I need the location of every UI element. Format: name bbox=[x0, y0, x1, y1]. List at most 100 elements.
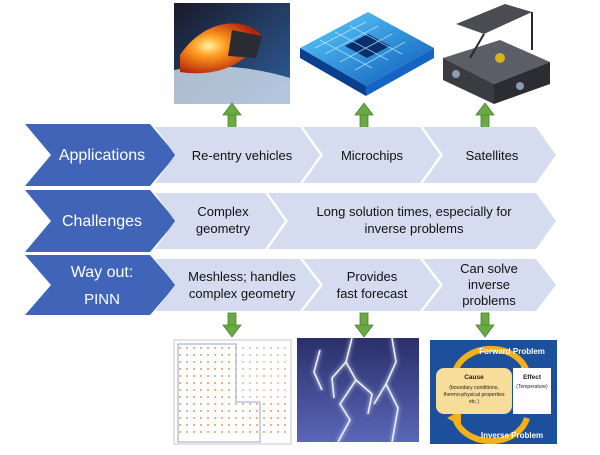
inverse-problems-chevron bbox=[423, 259, 556, 311]
collocation-point bbox=[179, 410, 181, 412]
collocation-point bbox=[277, 417, 279, 419]
collocation-point bbox=[207, 347, 209, 349]
collocation-point bbox=[179, 354, 181, 356]
collocation-point bbox=[256, 354, 258, 356]
collocation-point bbox=[249, 347, 251, 349]
effect-title: Effect bbox=[523, 374, 542, 381]
collocation-point bbox=[228, 410, 230, 412]
collocation-point bbox=[256, 431, 258, 433]
collocation-point bbox=[221, 410, 223, 412]
collocation-point bbox=[242, 403, 244, 405]
collocation-point bbox=[242, 396, 244, 398]
collocation-point bbox=[249, 417, 251, 419]
collocation-point bbox=[228, 368, 230, 370]
collocation-point bbox=[277, 382, 279, 384]
collocation-point bbox=[200, 417, 202, 419]
collocation-point bbox=[270, 382, 272, 384]
collocation-point bbox=[179, 361, 181, 363]
cause-detail-line-3: etc.) bbox=[469, 399, 479, 405]
collocation-point bbox=[186, 354, 188, 356]
collocation-point bbox=[270, 431, 272, 433]
collocation-point bbox=[207, 396, 209, 398]
collocation-point bbox=[270, 354, 272, 356]
collocation-point bbox=[186, 403, 188, 405]
arrow-up-satellites bbox=[475, 102, 495, 129]
collocation-point bbox=[221, 417, 223, 419]
collocation-point bbox=[256, 403, 258, 405]
collocation-point bbox=[200, 368, 202, 370]
collocation-point bbox=[179, 368, 181, 370]
collocation-point bbox=[270, 403, 272, 405]
collocation-point bbox=[200, 431, 202, 433]
arrow-down-forecast bbox=[354, 312, 374, 338]
cause-title: Cause bbox=[464, 374, 484, 381]
complex-geometry-label-line-1: Complex bbox=[197, 204, 249, 219]
satellites-chevron bbox=[423, 127, 556, 183]
collocation-point bbox=[263, 431, 265, 433]
row-applications: Applications Re-entry vehicles Microchip… bbox=[25, 124, 556, 186]
microchips-chevron bbox=[303, 127, 440, 183]
microchips-label: Microchips bbox=[341, 148, 404, 163]
arrow-up-reentry bbox=[222, 102, 242, 129]
collocation-point bbox=[270, 347, 272, 349]
collocation-point bbox=[179, 389, 181, 391]
collocation-point bbox=[214, 424, 216, 426]
collocation-point bbox=[193, 375, 195, 377]
collocation-point bbox=[277, 396, 279, 398]
collocation-point bbox=[235, 417, 237, 419]
collocation-point bbox=[207, 361, 209, 363]
collocation-point bbox=[277, 347, 279, 349]
collocation-point bbox=[228, 431, 230, 433]
collocation-point bbox=[277, 368, 279, 370]
collocation-point bbox=[263, 354, 265, 356]
collocation-point bbox=[263, 417, 265, 419]
collocation-point bbox=[193, 410, 195, 412]
collocation-point bbox=[284, 347, 286, 349]
collocation-point bbox=[249, 382, 251, 384]
collocation-point bbox=[263, 382, 265, 384]
collocation-point bbox=[186, 424, 188, 426]
collocation-point bbox=[256, 396, 258, 398]
forward-problem-label: Forward Problem bbox=[479, 347, 545, 356]
collocation-point bbox=[214, 382, 216, 384]
collocation-point bbox=[249, 403, 251, 405]
collocation-point bbox=[284, 354, 286, 356]
collocation-point bbox=[221, 375, 223, 377]
long-solution-times-label-line-1: Long solution times, especially for bbox=[316, 204, 512, 219]
collocation-point bbox=[256, 347, 258, 349]
effect-detail: (Temperature) bbox=[516, 384, 548, 390]
collocation-point bbox=[277, 410, 279, 412]
collocation-point bbox=[263, 410, 265, 412]
collocation-point bbox=[263, 403, 265, 405]
collocation-point bbox=[284, 368, 286, 370]
row-challenges: Challenges Complex geometry Long solutio… bbox=[25, 190, 556, 252]
collocation-point bbox=[193, 417, 195, 419]
collocation-point bbox=[249, 354, 251, 356]
collocation-point bbox=[207, 354, 209, 356]
long-solution-times-label-line-2: inverse problems bbox=[365, 221, 464, 236]
collocation-point bbox=[284, 382, 286, 384]
long-solution-times-chevron bbox=[268, 193, 556, 249]
collocation-point bbox=[228, 382, 230, 384]
complex-geometry-label-line-2: geometry bbox=[196, 221, 251, 236]
reentry-vehicle-image bbox=[174, 3, 290, 104]
collocation-point bbox=[207, 403, 209, 405]
arrow-up-microchips bbox=[354, 102, 374, 129]
collocation-point bbox=[228, 417, 230, 419]
inverse-problems-label-line-2: inverse bbox=[468, 277, 510, 292]
collocation-point bbox=[284, 403, 286, 405]
collocation-point bbox=[249, 431, 251, 433]
collocation-point bbox=[186, 389, 188, 391]
arrow-down-meshless bbox=[222, 312, 242, 338]
collocation-point bbox=[214, 403, 216, 405]
collocation-point bbox=[249, 389, 251, 391]
collocation-point bbox=[242, 368, 244, 370]
collocation-point bbox=[200, 361, 202, 363]
collocation-point bbox=[207, 424, 209, 426]
meshless-label-line-1: Meshless; handles bbox=[188, 269, 296, 284]
collocation-point bbox=[284, 417, 286, 419]
complex-geometry-chevron bbox=[155, 193, 285, 249]
lightning-image bbox=[297, 337, 419, 443]
collocation-point bbox=[277, 389, 279, 391]
